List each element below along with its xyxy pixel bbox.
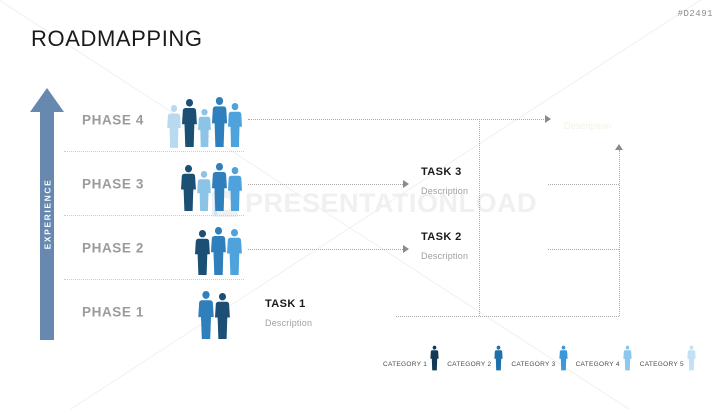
phase-separator xyxy=(64,279,244,280)
task-description: Description xyxy=(421,186,469,196)
task-title: TASK 4 xyxy=(564,101,605,113)
phase-people-group-4 xyxy=(167,96,242,148)
legend-label: CATEGORY 2 xyxy=(447,361,492,368)
phase-label: PHASE 2 xyxy=(82,240,144,255)
person-silhouette-icon xyxy=(687,345,696,371)
task-title: TASK 3 xyxy=(421,166,462,178)
phase-row-4: PHASE 4 xyxy=(72,88,242,151)
task-title: TASK 1 xyxy=(265,298,306,310)
phase-separator xyxy=(64,151,244,152)
phase-people-group-1 xyxy=(198,290,230,340)
task-card-2[interactable]: TASK 2 Description xyxy=(407,222,559,277)
legend-item-category-5[interactable]: CATEGORY 5 xyxy=(640,345,696,371)
phase-people-group-2 xyxy=(195,226,242,276)
experience-axis-arrow xyxy=(30,88,64,340)
connector-phase4-to-task4 xyxy=(248,119,546,120)
legend-item-category-2[interactable]: CATEGORY 2 xyxy=(447,345,503,371)
legend-label: CATEGORY 4 xyxy=(575,361,620,368)
person-silhouette-icon xyxy=(430,345,439,371)
phase-people-group-3 xyxy=(181,162,242,212)
person-silhouette xyxy=(212,97,227,147)
person-silhouette-icon xyxy=(494,345,503,371)
task-card-1[interactable]: TASK 1 Description xyxy=(251,289,403,344)
person-silhouette xyxy=(198,291,214,339)
legend-item-category-4[interactable]: CATEGORY 4 xyxy=(576,345,632,371)
legend-item-category-1[interactable]: CATEGORY 1 xyxy=(383,345,439,371)
phase-label: PHASE 3 xyxy=(82,176,144,191)
legend-label: CATEGORY 3 xyxy=(511,361,556,368)
phase-label: PHASE 1 xyxy=(82,304,144,319)
legend-label: CATEGORY 1 xyxy=(383,361,428,368)
legend-label: CATEGORY 5 xyxy=(639,361,684,368)
person-silhouette-icon xyxy=(623,345,632,371)
connector-phase3-to-task3 xyxy=(248,184,405,185)
connector-task1-out xyxy=(396,316,619,317)
phase-label: PHASE 4 xyxy=(82,112,144,127)
person-silhouette xyxy=(198,109,211,147)
phase-separator xyxy=(64,215,244,216)
person-silhouette xyxy=(228,167,242,211)
person-silhouette xyxy=(211,227,226,275)
task-title: TASK 2 xyxy=(421,231,462,243)
person-silhouette xyxy=(227,229,242,275)
task-card-4[interactable]: TASK 4 Description xyxy=(550,92,702,147)
connector-riser-right xyxy=(619,150,620,316)
person-silhouette xyxy=(228,103,242,147)
person-silhouette xyxy=(181,165,196,211)
task-description: Description xyxy=(421,251,469,261)
task-description: Description xyxy=(265,318,313,328)
phase-row-1: PHASE 1 xyxy=(72,280,242,343)
connector-phase2-to-task2 xyxy=(248,249,405,250)
person-silhouette xyxy=(195,230,210,275)
task-description: Description xyxy=(564,121,612,131)
document-id: #D2491 xyxy=(677,9,713,19)
category-legend: CATEGORY 1 CATEGORY 2 CATEGORY 3 CATEGOR… xyxy=(383,345,704,371)
task-card-3[interactable]: TASK 3 Description xyxy=(407,157,559,212)
person-silhouette xyxy=(215,293,230,339)
person-silhouette xyxy=(197,171,211,211)
phase-row-3: PHASE 3 xyxy=(72,152,242,215)
phase-row-2: PHASE 2 xyxy=(72,216,242,279)
legend-item-category-3[interactable]: CATEGORY 3 xyxy=(511,345,568,371)
connector-riser-center xyxy=(479,119,480,316)
person-silhouette-icon xyxy=(558,345,568,371)
person-silhouette xyxy=(167,105,181,148)
person-silhouette xyxy=(212,163,227,211)
person-silhouette xyxy=(182,99,197,147)
page-title: ROADMAPPING xyxy=(31,26,203,51)
